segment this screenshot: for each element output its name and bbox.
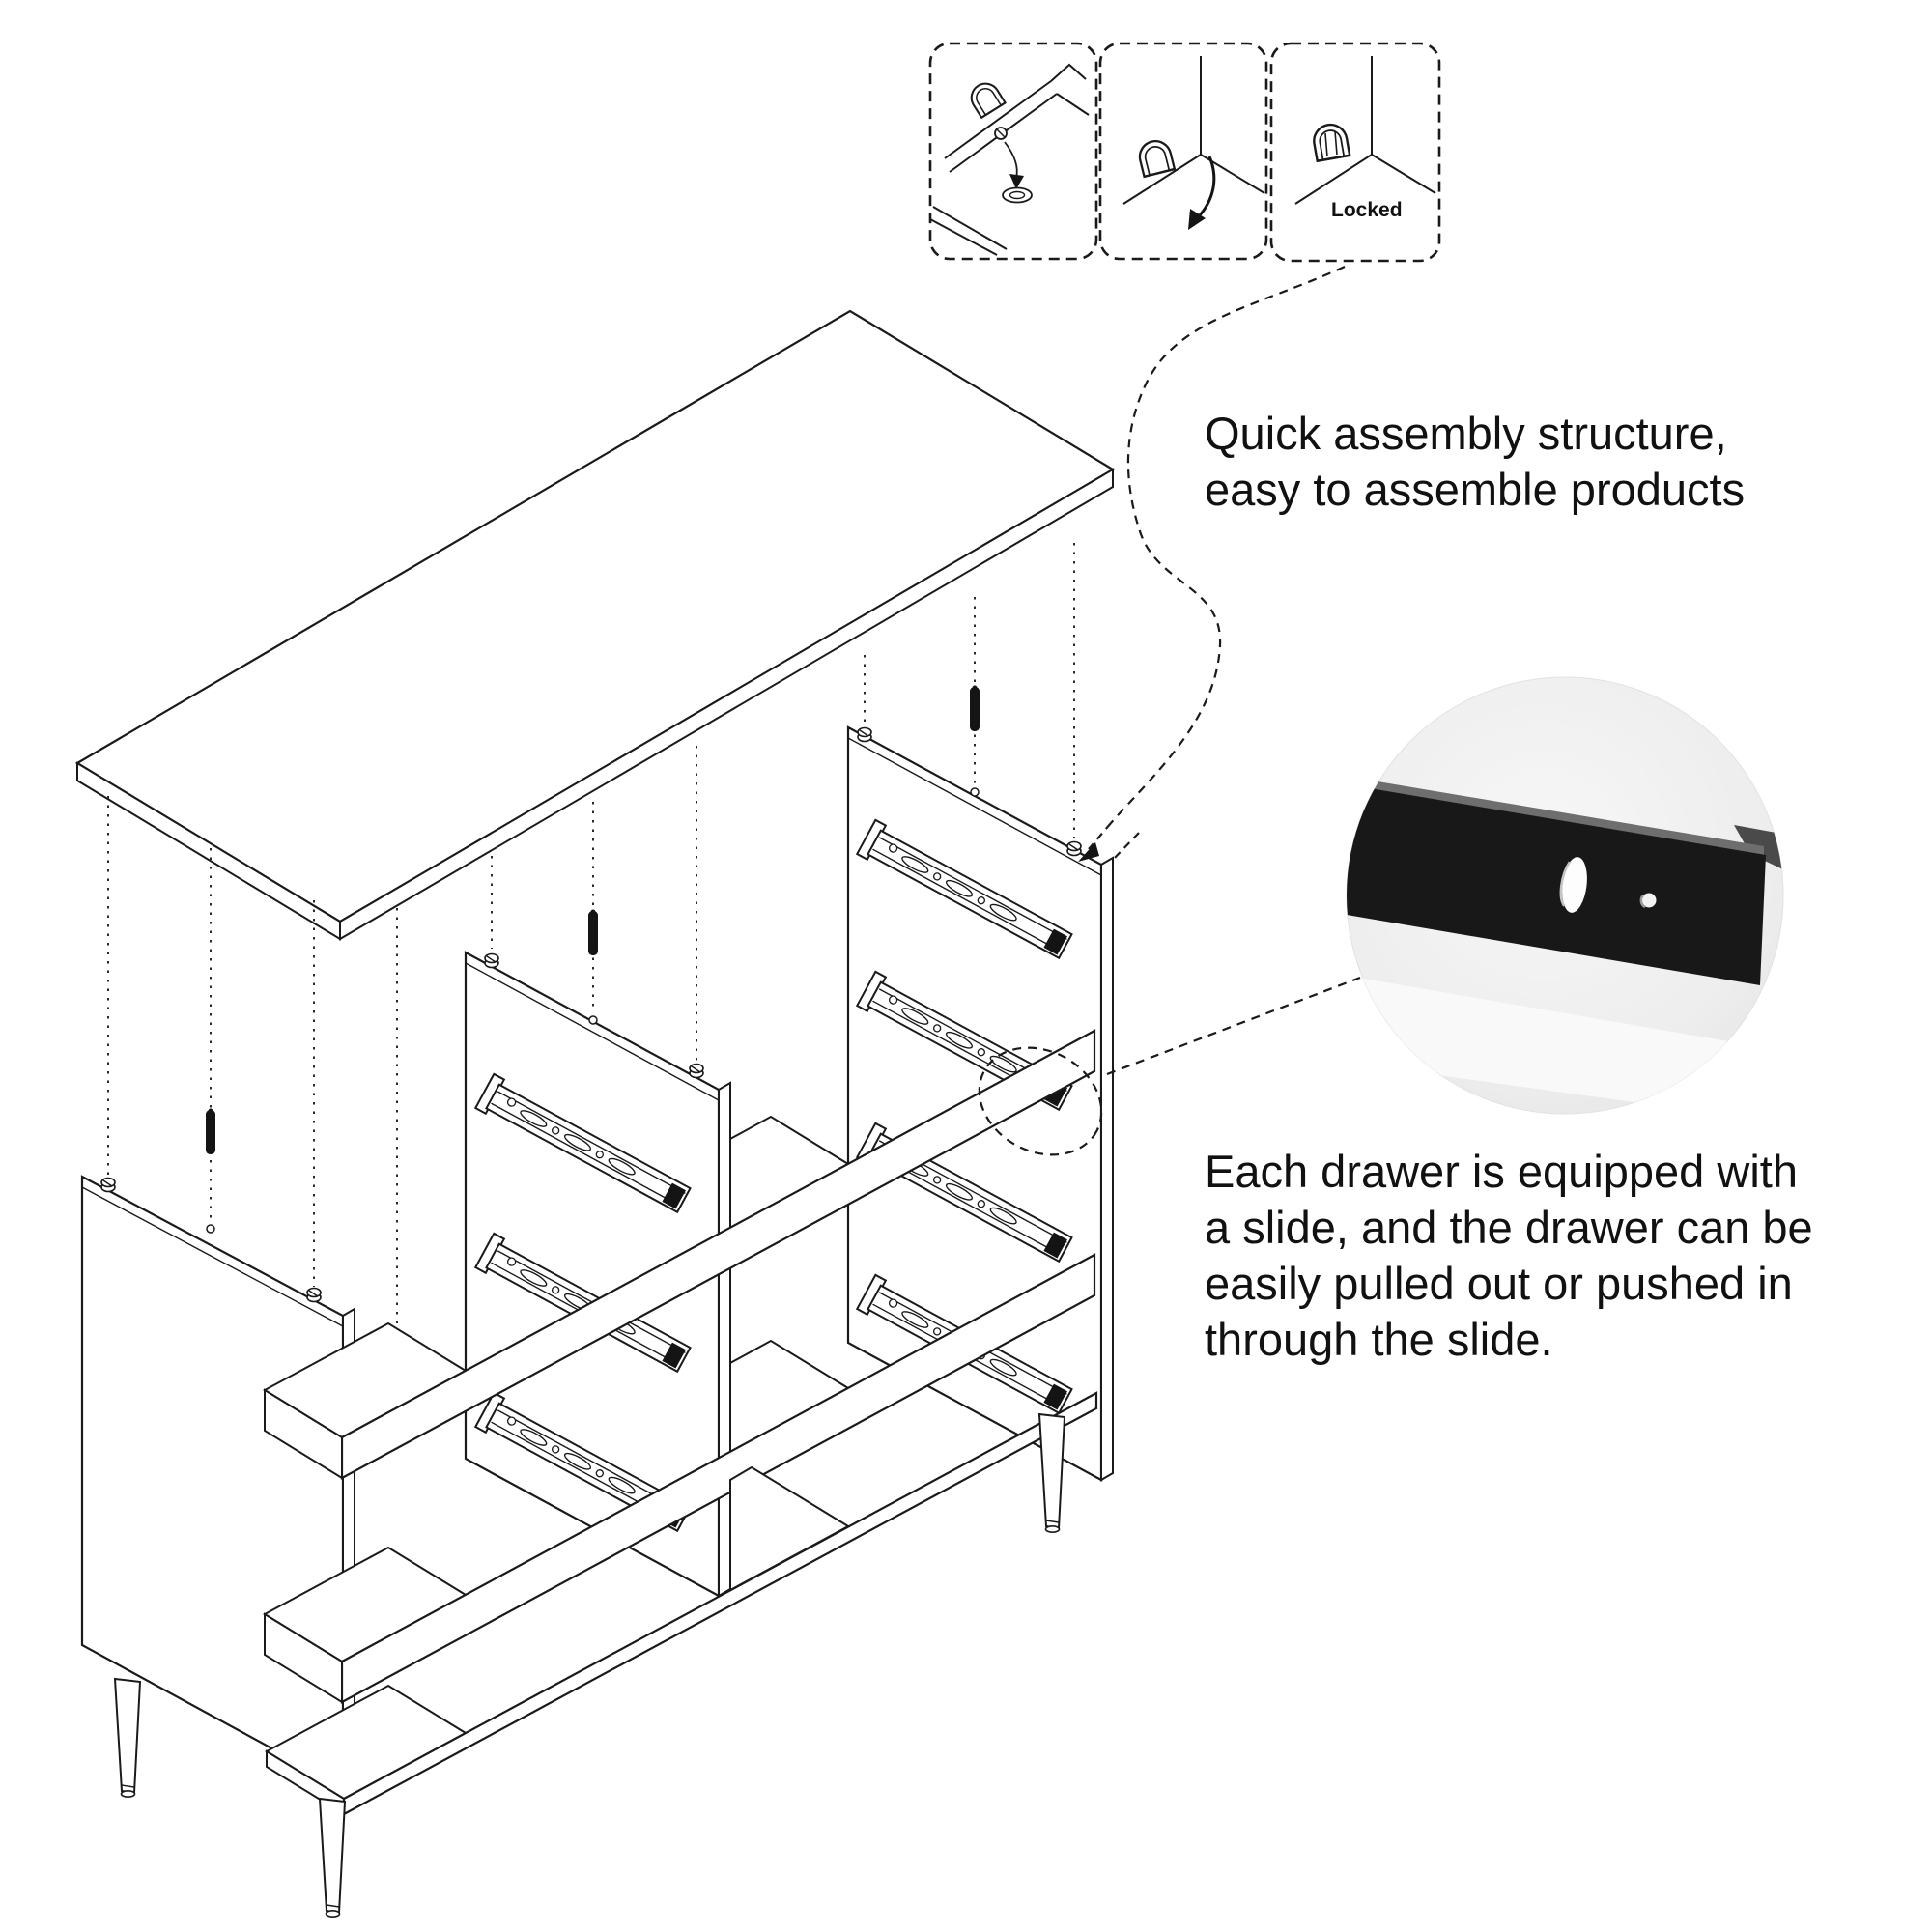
caption-quick-assembly: Quick assembly structure, easy to assemb… bbox=[1205, 406, 1745, 518]
cam-lock-locked-icon bbox=[1310, 121, 1351, 162]
cam-lock-icon bbox=[1066, 840, 1082, 857]
cam-lock-icon bbox=[689, 1063, 704, 1079]
leader-line-slide bbox=[1106, 976, 1361, 1076]
slot-hole bbox=[1562, 857, 1587, 913]
arrow-head-icon bbox=[1188, 209, 1206, 230]
screw-hole bbox=[1641, 893, 1657, 908]
slide-highlight-ellipse bbox=[978, 1046, 1103, 1156]
slide-rail-photo bbox=[1347, 784, 1766, 985]
leader-line-inset bbox=[1078, 265, 1346, 862]
inset-step-1 bbox=[928, 42, 1098, 261]
caption-drawer-slide: Each drawer is equipped with a slide, an… bbox=[1205, 1144, 1813, 1368]
inset-step-2 bbox=[1098, 42, 1268, 261]
bottom-panel bbox=[264, 1391, 1098, 1816]
shelf-board bbox=[262, 1029, 1096, 1480]
inset-step-3 bbox=[1269, 42, 1441, 263]
caption-line: easily pulled out or pushed in bbox=[1205, 1258, 1793, 1309]
cam-hole-icon bbox=[1002, 186, 1033, 204]
top-panel bbox=[74, 309, 1116, 941]
cam-lock-icon bbox=[100, 1177, 116, 1193]
detail-circle bbox=[1346, 676, 1784, 1115]
cam-lock-icon bbox=[484, 952, 499, 969]
caption-line: through the slide. bbox=[1205, 1314, 1553, 1365]
photo-highlight bbox=[1347, 976, 1768, 1114]
dowel-hole bbox=[206, 1224, 215, 1234]
locked-label: Locked bbox=[1331, 199, 1403, 221]
dowel-hole bbox=[588, 1015, 598, 1025]
cam-lock-icon bbox=[857, 726, 872, 743]
caption-line: Each drawer is equipped with bbox=[1205, 1146, 1798, 1197]
shelf-board bbox=[262, 1253, 1096, 1704]
caption-line: Quick assembly structure, bbox=[1205, 408, 1727, 459]
cam-lock-icon bbox=[306, 1287, 322, 1303]
dowel-hole bbox=[970, 787, 980, 797]
caption-line: easy to assemble products bbox=[1205, 464, 1746, 515]
arrow-head-icon bbox=[1009, 174, 1024, 189]
rail-top-bevel bbox=[1349, 777, 1764, 857]
caption-line: a slide, and the drawer can be bbox=[1205, 1202, 1813, 1253]
